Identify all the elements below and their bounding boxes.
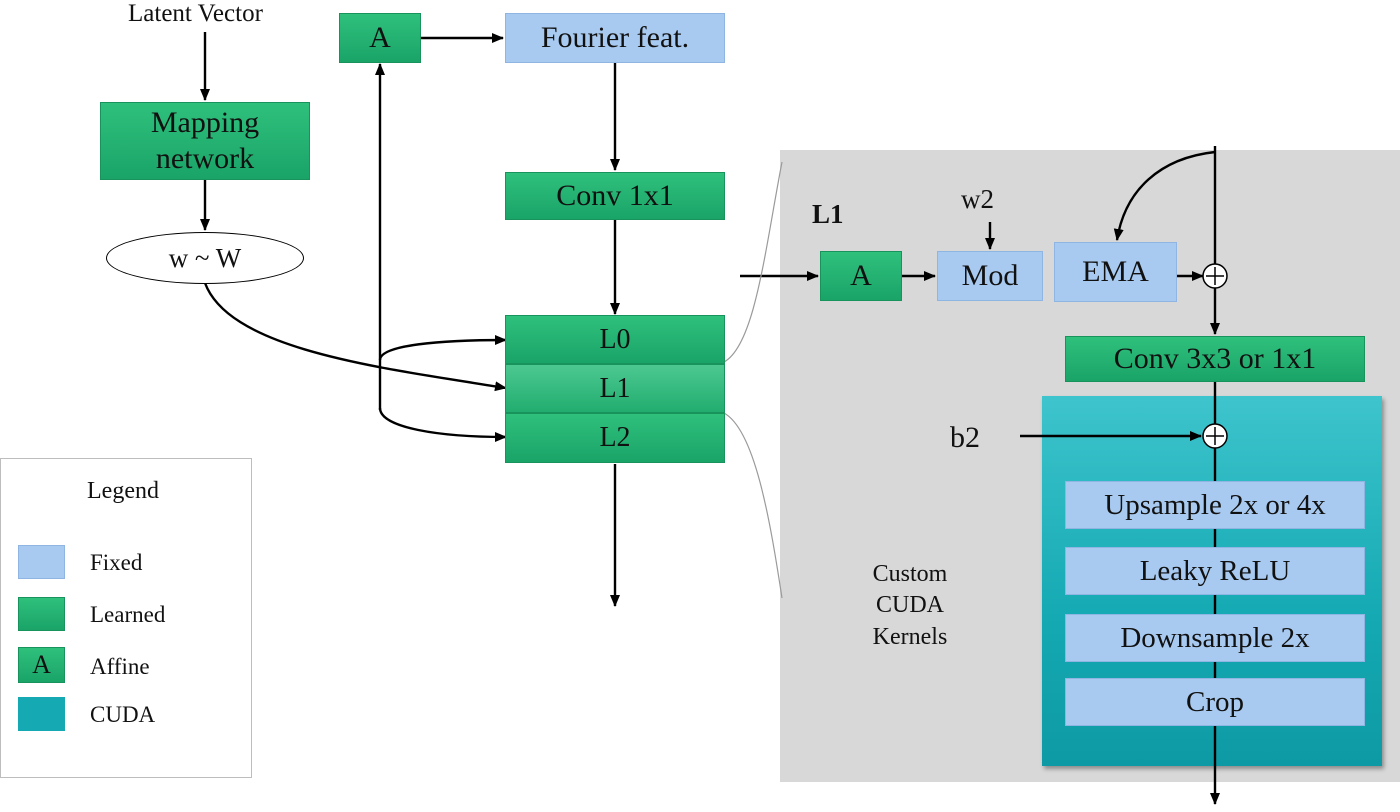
layer-l1-node: L1 (505, 364, 725, 413)
leaky-relu-label: Leaky ReLU (1139, 554, 1291, 587)
upsample-node: Upsample 2x or 4x (1065, 481, 1365, 529)
upsample-label: Upsample 2x or 4x (1104, 488, 1326, 521)
latent-vector-label: Latent Vector (128, 0, 263, 27)
layer-l1-label: L1 (599, 372, 631, 404)
legend-affine-swatch: A (18, 647, 65, 683)
fourier-features-node: Fourier feat. (505, 13, 725, 63)
b2-label: b2 (950, 421, 980, 454)
downsample-label: Downsample 2x (1120, 621, 1310, 654)
detail-title: L1 (812, 199, 844, 229)
ema-label: EMA (1082, 255, 1149, 288)
leaky-relu-node: Leaky ReLU (1065, 547, 1365, 595)
layer-l0-node: L0 (505, 315, 725, 364)
custom-cuda-label: Custom CUDA Kernels (872, 561, 948, 650)
affine-top-node: A (339, 13, 421, 63)
layer-l0-label: L0 (599, 323, 631, 355)
layer-l2-node: L2 (505, 413, 725, 463)
downsample-node: Downsample 2x (1065, 614, 1365, 662)
legend-learned-label: Learned (90, 602, 166, 627)
legend-affine-label: Affine (90, 654, 150, 679)
legend-fixed-swatch (18, 545, 65, 579)
mapping-network-label: Mapping network (150, 106, 260, 175)
w-distribution-label: w ~ W (168, 242, 242, 273)
w2-label: w2 (961, 184, 994, 214)
legend-cuda-label: CUDA (90, 702, 156, 727)
conv1x1-node: Conv 1x1 (505, 172, 725, 220)
w-distribution-node: w ~ W (106, 232, 304, 284)
mapping-network-node: Mapping network (100, 102, 310, 180)
mod-label: Mod (961, 259, 1019, 292)
conv3x3-label: Conv 3x3 or 1x1 (1113, 342, 1317, 375)
crop-label: Crop (1186, 685, 1244, 718)
legend-fixed-label: Fixed (90, 550, 143, 575)
detail-affine-node: A (820, 251, 902, 301)
zoom-line-bottom (723, 412, 783, 599)
edge-loop-to-l0 (378, 335, 507, 361)
legend-learned-swatch (18, 597, 65, 631)
detail-affine-label: A (850, 259, 872, 292)
layer-l2-label: L2 (599, 422, 631, 454)
conv3x3-node: Conv 3x3 or 1x1 (1065, 336, 1365, 382)
affine-top-label: A (369, 21, 391, 54)
legend-cuda-swatch (18, 697, 65, 731)
edge-ema-feedback (1113, 150, 1216, 241)
legend-affine-letter: A (32, 650, 51, 680)
legend-title: Legend (87, 478, 159, 504)
conv1x1-label: Conv 1x1 (556, 179, 674, 212)
crop-node: Crop (1065, 678, 1365, 726)
ema-node: EMA (1054, 242, 1177, 302)
edge-loop-to-l2 (378, 407, 507, 442)
custom-cuda-label-box: Custom CUDA Kernels (850, 556, 970, 656)
fourier-features-label: Fourier feat. (540, 21, 690, 54)
zoom-line-top (723, 161, 783, 363)
mod-node: Mod (937, 251, 1043, 301)
edge-w-to-l1 (203, 282, 507, 392)
